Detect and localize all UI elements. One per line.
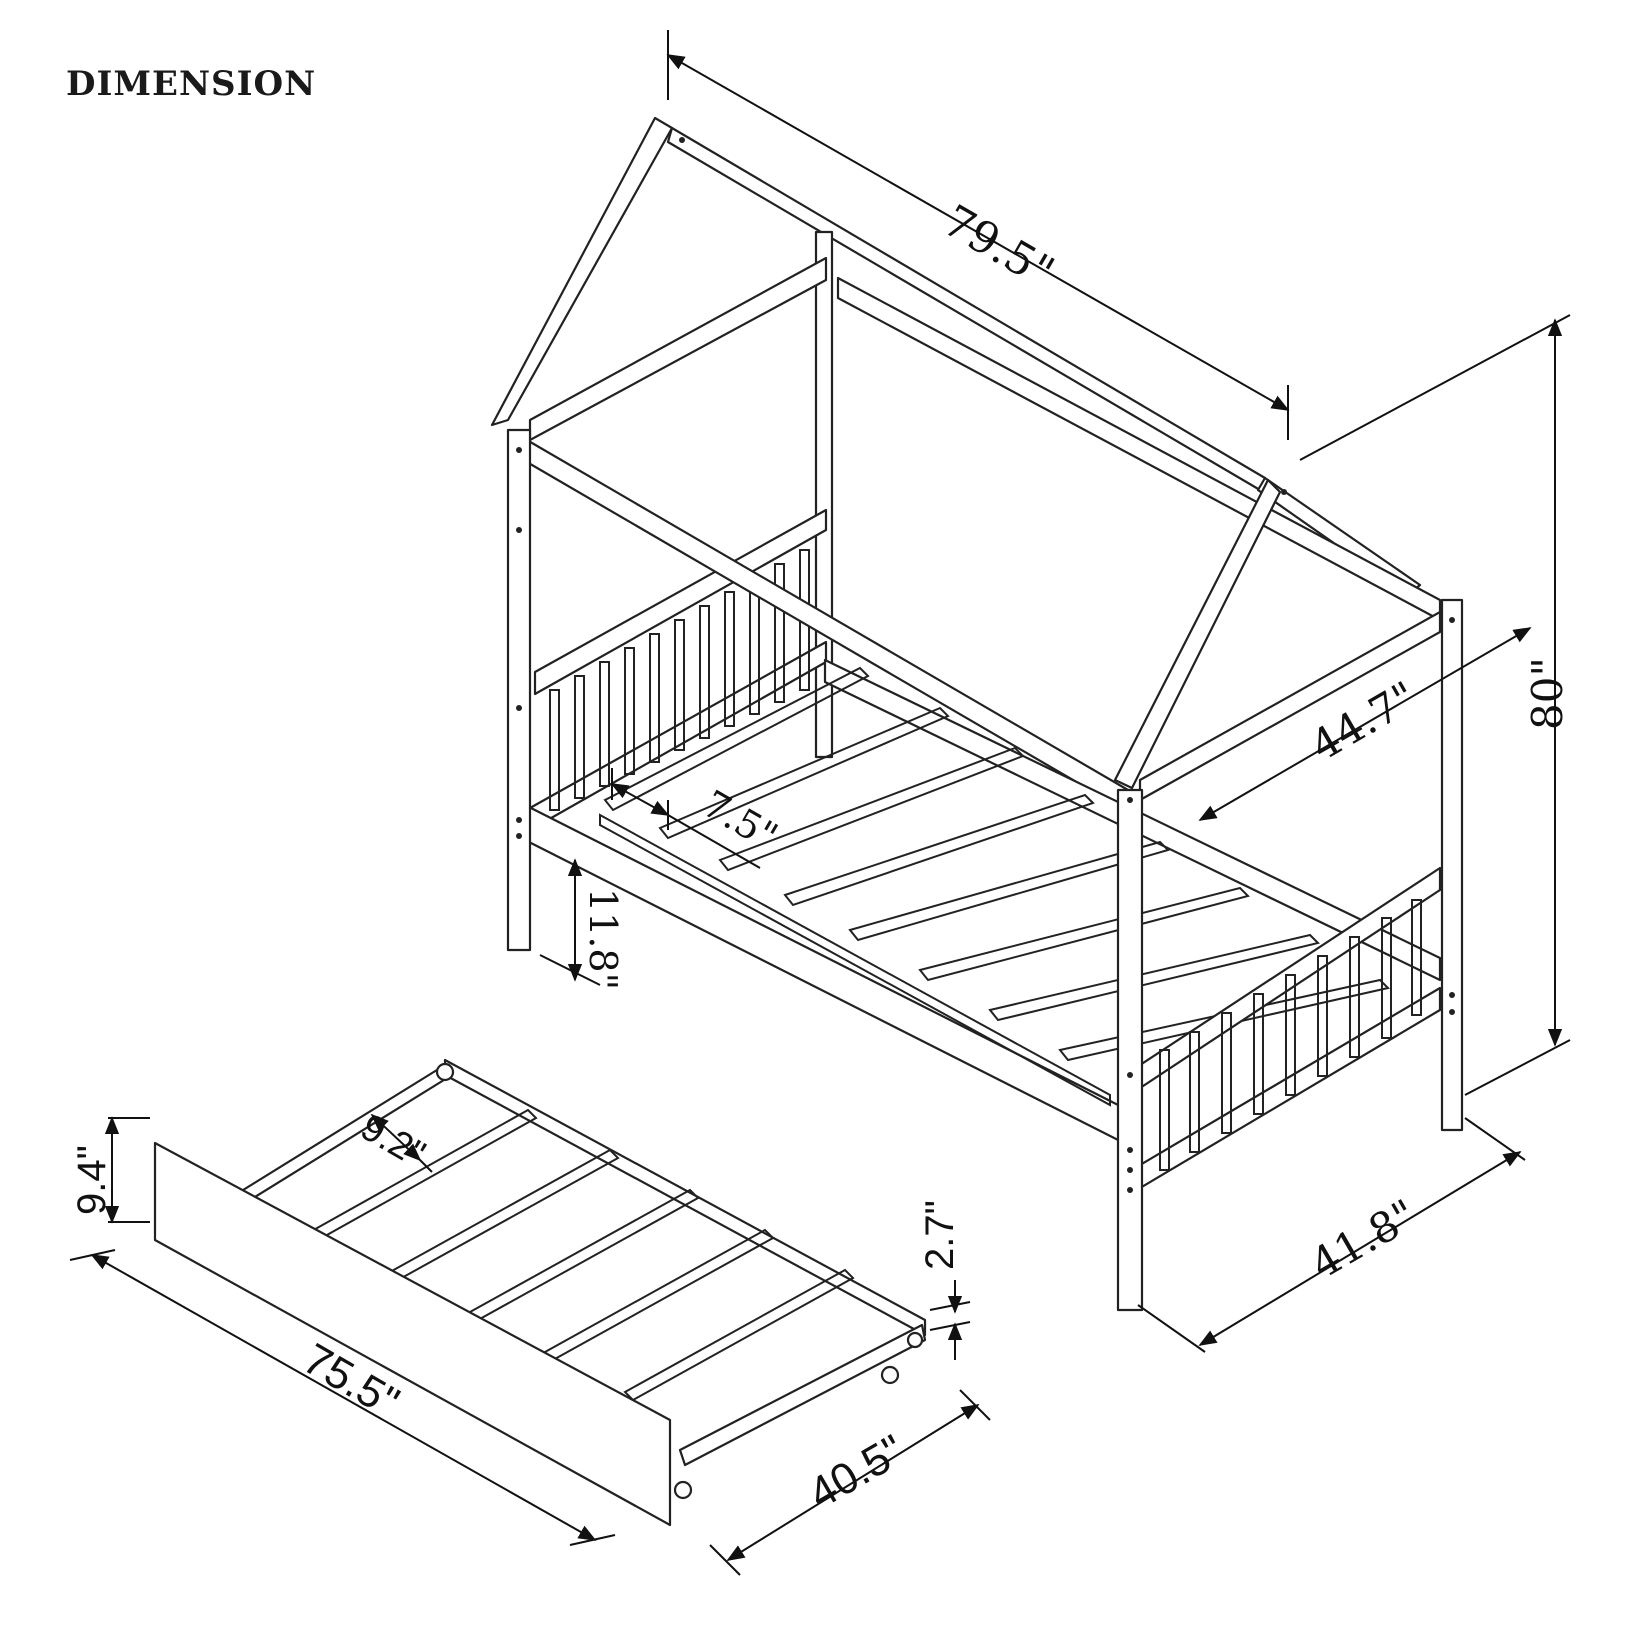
front-left-post: [506, 428, 532, 952]
trundle-side-rail: [443, 1058, 927, 1337]
headboard-spindles: [549, 549, 810, 811]
front-right-post: [1116, 788, 1144, 1312]
trundle-height-label: 9.4": [70, 1145, 114, 1215]
front-right-rafter: [1113, 478, 1282, 790]
trundle-width-label: 40.5": [801, 1426, 913, 1519]
center-support-beam: [599, 813, 1111, 1107]
footboard-bottom-rail: [1138, 986, 1442, 1190]
dimension-lines: [69, 30, 1571, 1576]
trundle: [153, 1058, 927, 1527]
outer-width-label: 41.8": [1303, 1190, 1425, 1289]
bed-length-label: 79.5": [935, 195, 1063, 298]
trundle-wheels: [435, 1062, 924, 1500]
bolt-holes: [516, 137, 1455, 1193]
back-right-post: [1440, 598, 1464, 1132]
page-title: DIMENSION: [66, 64, 317, 104]
back-left-rafter: [490, 116, 674, 427]
total-height-label: 80": [1523, 657, 1572, 730]
wheel-height-label: 2.7": [918, 1200, 962, 1270]
back-long-rail: [836, 276, 1442, 622]
leg-clearance-label: 11.8": [581, 888, 625, 990]
footboard-spindles: [1159, 899, 1422, 1171]
house-bed: [490, 116, 1464, 1312]
